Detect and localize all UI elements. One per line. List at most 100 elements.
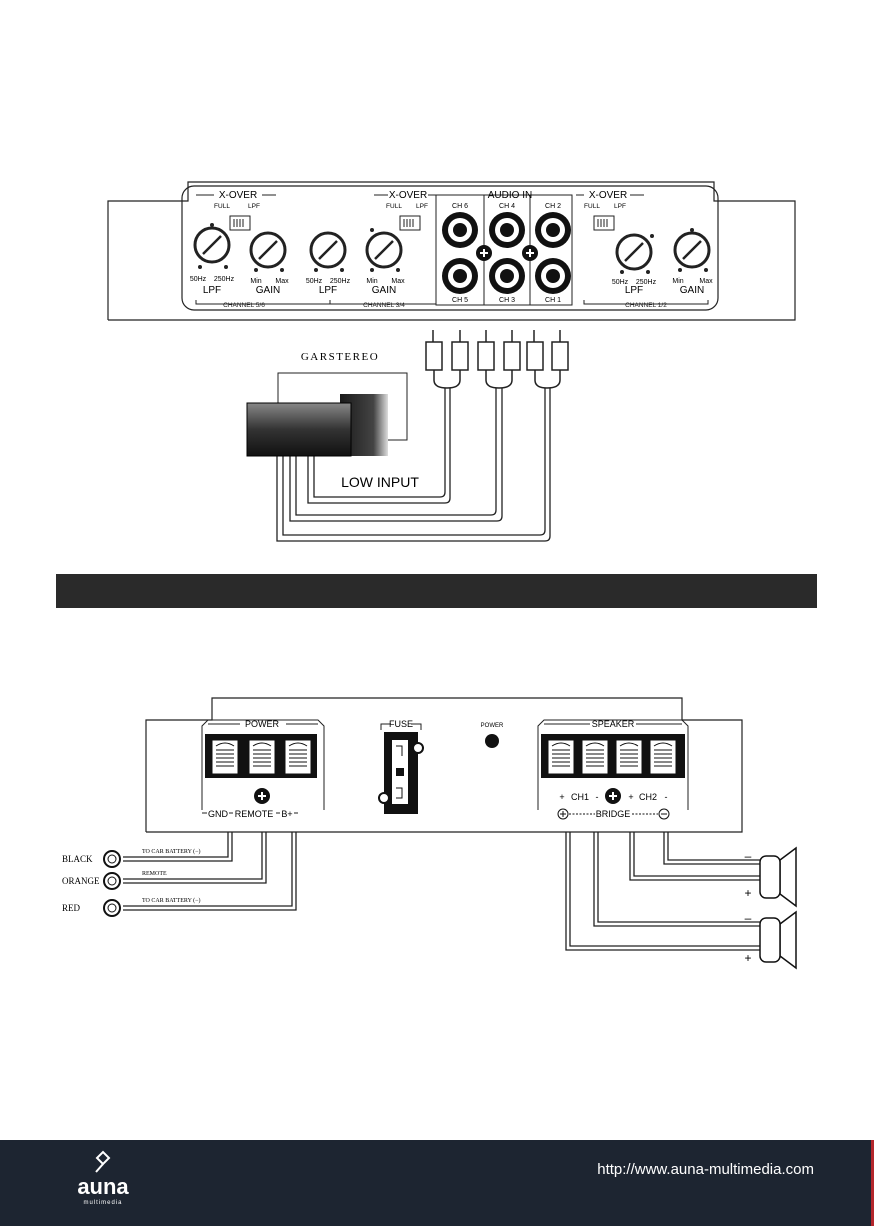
svg-text:–: – xyxy=(745,849,752,863)
svg-text:+: + xyxy=(744,886,751,900)
channel-12-label: CHANNEL 1/2 xyxy=(625,302,667,309)
svg-text:Max: Max xyxy=(275,278,289,285)
ring-terminal-orange xyxy=(103,872,121,890)
ring-terminal-black xyxy=(103,850,121,868)
rca-jack-ch4[interactable] xyxy=(489,212,525,248)
gain-knob-12[interactable] xyxy=(673,228,711,272)
svg-text:250Hz: 250Hz xyxy=(214,276,235,283)
fuse-label: FUSE xyxy=(389,719,413,729)
terminal-screw[interactable] xyxy=(581,739,609,775)
svg-text:X-OVER: X-OVER xyxy=(589,190,627,201)
low-input-label: LOW INPUT xyxy=(341,474,419,490)
terminal-screw[interactable] xyxy=(248,739,276,775)
audio-input-diagram: X-OVER FULL LPF 50Hz 250Hz LPF Min Max G… xyxy=(107,181,796,542)
channel-34-label: CHANNEL 3/4 xyxy=(363,302,405,309)
svg-text:LPF: LPF xyxy=(319,285,337,296)
svg-text:50Hz: 50Hz xyxy=(612,279,629,286)
svg-text:LPF: LPF xyxy=(625,285,643,296)
screw-icon xyxy=(476,245,492,261)
fuse-holder[interactable] xyxy=(378,732,424,814)
screw-icon xyxy=(605,788,621,804)
lpf-small-label: LPF xyxy=(248,203,260,210)
full-label: FULL xyxy=(214,203,230,210)
svg-text:50Hz: 50Hz xyxy=(190,276,207,283)
svg-text:Max: Max xyxy=(699,278,713,285)
bplus-label: B+ xyxy=(281,809,292,819)
channel-56-label: CHANNEL 5/6 xyxy=(223,302,265,309)
footer-accent-line xyxy=(871,1140,874,1226)
screw-icon xyxy=(254,788,270,804)
svg-text:-: - xyxy=(665,792,668,802)
svg-text:CH 2: CH 2 xyxy=(545,203,561,210)
car-stereo xyxy=(246,372,408,457)
lpf-knob-34[interactable] xyxy=(309,231,347,272)
svg-text:FULL: FULL xyxy=(584,203,600,210)
svg-text:GAIN: GAIN xyxy=(372,285,396,296)
svg-text:CH 3: CH 3 xyxy=(499,297,515,304)
gain-knob-34[interactable] xyxy=(365,228,403,272)
svg-text:GAIN: GAIN xyxy=(256,285,280,296)
svg-text:+: + xyxy=(559,792,564,802)
svg-text:REMOTE: REMOTE xyxy=(142,871,167,877)
svg-text:CH 1: CH 1 xyxy=(545,297,561,304)
ring-terminal-red xyxy=(103,899,121,917)
svg-text:LPF: LPF xyxy=(416,203,428,210)
svg-text:TO CAR BATTERY (−): TO CAR BATTERY (−) xyxy=(142,848,201,855)
lpf-knob-12[interactable] xyxy=(615,233,654,274)
screw-icon xyxy=(522,245,538,261)
orange-wire-label: ORANGE xyxy=(62,876,100,886)
xover-label-34: X-OVER xyxy=(374,190,436,201)
power-terminal-block xyxy=(201,719,325,810)
rca-jack-ch1[interactable] xyxy=(535,258,571,294)
section-header-bar xyxy=(56,574,817,608)
svg-text:TO CAR BATTERY (−): TO CAR BATTERY (−) xyxy=(142,897,201,904)
speaker-label: SPEAKER xyxy=(592,719,635,729)
svg-text:50Hz: 50Hz xyxy=(306,278,323,285)
power-led-icon xyxy=(485,734,499,748)
footer xyxy=(0,1140,874,1226)
power-led-label: POWER xyxy=(481,723,504,729)
svg-text:250Hz: 250Hz xyxy=(330,278,351,285)
gnd-label: GND xyxy=(208,809,229,819)
terminal-screw[interactable] xyxy=(615,739,643,775)
rca-jack-ch6[interactable] xyxy=(442,212,478,248)
lpf-knob-56[interactable] xyxy=(193,223,231,269)
rca-jack-ch2[interactable] xyxy=(535,212,571,248)
svg-text:LPF: LPF xyxy=(614,203,626,210)
bridge-label: BRIDGE xyxy=(596,809,631,819)
rca-jack-ch5[interactable] xyxy=(442,258,478,294)
svg-text:Max: Max xyxy=(391,278,405,285)
svg-text:Min: Min xyxy=(250,278,261,285)
svg-text:CH 6: CH 6 xyxy=(452,203,468,210)
car-stereo-label: GARSTEREO xyxy=(301,351,379,363)
power-label: POWER xyxy=(245,719,280,729)
power-speaker-diagram: POWER GND REMOTE B+ FUSE POWER SPEAKER +… xyxy=(62,697,797,970)
svg-text:+: + xyxy=(744,951,751,965)
svg-text:LPF: LPF xyxy=(203,285,221,296)
footer-url-link[interactable]: http://www.auna-multimedia.com xyxy=(597,1161,814,1178)
xover-label-56: X-OVER xyxy=(196,190,276,201)
speaker-icon xyxy=(759,910,797,970)
bridge-minus-icon xyxy=(658,808,670,820)
svg-text:CH 4: CH 4 xyxy=(499,203,515,210)
ch2-label: CH2 xyxy=(639,792,657,802)
xover-label-12: X-OVER xyxy=(576,190,644,201)
speaker-terminal-block xyxy=(537,719,689,810)
rca-jack-ch3[interactable] xyxy=(489,258,525,294)
svg-text:-: - xyxy=(596,792,599,802)
svg-text:FULL: FULL xyxy=(386,203,402,210)
terminal-screw[interactable] xyxy=(211,739,239,775)
svg-text:+: + xyxy=(628,792,633,802)
terminal-screw[interactable] xyxy=(649,739,677,775)
terminal-screw[interactable] xyxy=(284,739,312,775)
svg-text:X-OVER: X-OVER xyxy=(389,190,427,201)
svg-text:auna: auna xyxy=(77,1174,129,1199)
svg-text:X-OVER: X-OVER xyxy=(219,190,257,201)
gain-knob-56[interactable] xyxy=(249,231,287,272)
svg-text:multimedia: multimedia xyxy=(83,1200,122,1206)
svg-text:250Hz: 250Hz xyxy=(636,279,657,286)
red-wire-label: RED xyxy=(62,903,81,913)
speaker-icon xyxy=(759,846,797,908)
terminal-screw[interactable] xyxy=(547,739,575,775)
svg-text:Min: Min xyxy=(366,278,377,285)
